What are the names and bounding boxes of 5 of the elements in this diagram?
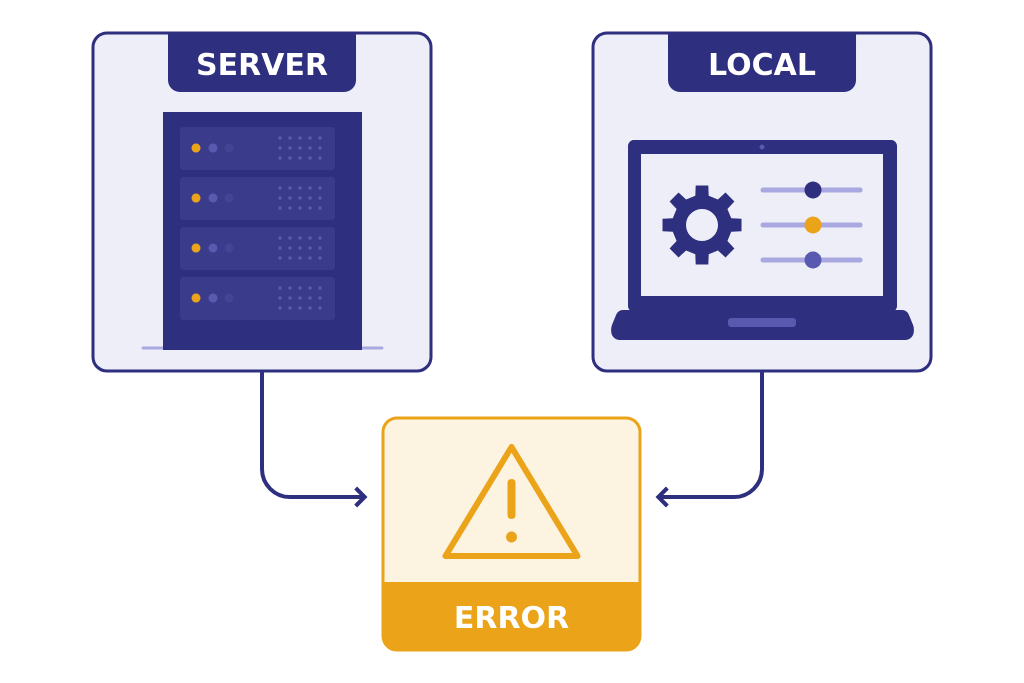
title-tab: SERVER: [168, 33, 356, 92]
arrow: [260, 370, 368, 508]
title-tab: LOCAL: [668, 33, 856, 92]
arrow: [655, 370, 764, 508]
error-box: ERROR: [381, 416, 642, 652]
